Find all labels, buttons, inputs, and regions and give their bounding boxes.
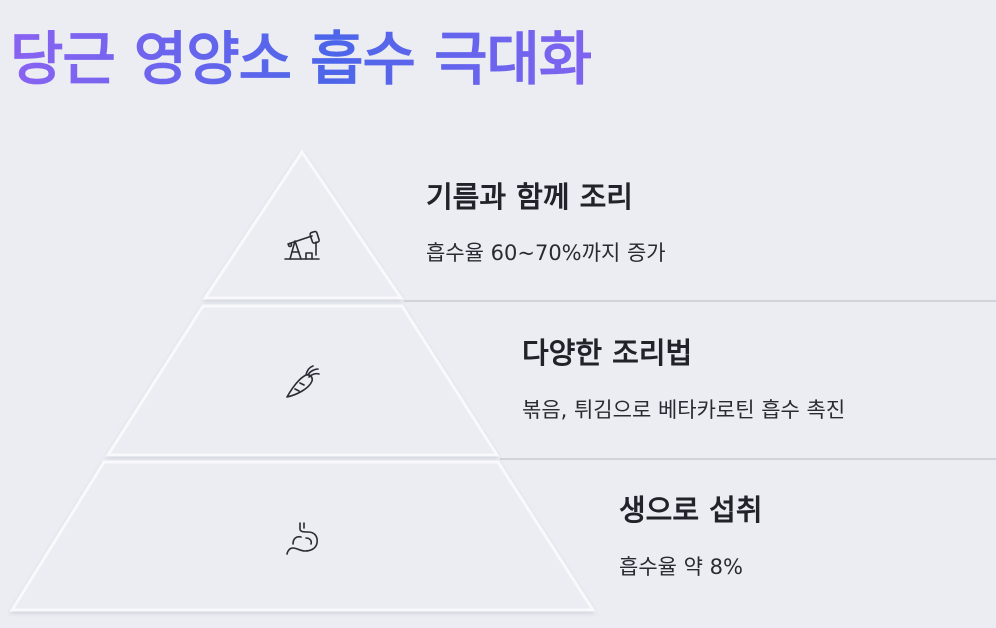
level-3-description: 흡수율 약 8% xyxy=(619,555,743,579)
pyramid-level-2 xyxy=(105,304,500,457)
carrot-icon xyxy=(282,362,322,402)
oil-pump-icon xyxy=(282,227,322,267)
page-title: 당근 영양소 흡수 극대화 xyxy=(10,14,592,104)
pyramid-level-1 xyxy=(202,149,404,300)
level-3-title: 생으로 섭취 xyxy=(619,493,763,527)
level-2-title: 다양한 조리법 xyxy=(522,336,693,370)
stomach-icon xyxy=(282,518,322,558)
level-2-description: 볶음, 튀김으로 베타카로틴 흡수 촉진 xyxy=(522,398,846,422)
pyramid-level-3 xyxy=(9,460,596,612)
level-1-description: 흡수율 60~70%까지 증가 xyxy=(426,241,666,265)
level-1-title: 기름과 함께 조리 xyxy=(426,180,633,214)
